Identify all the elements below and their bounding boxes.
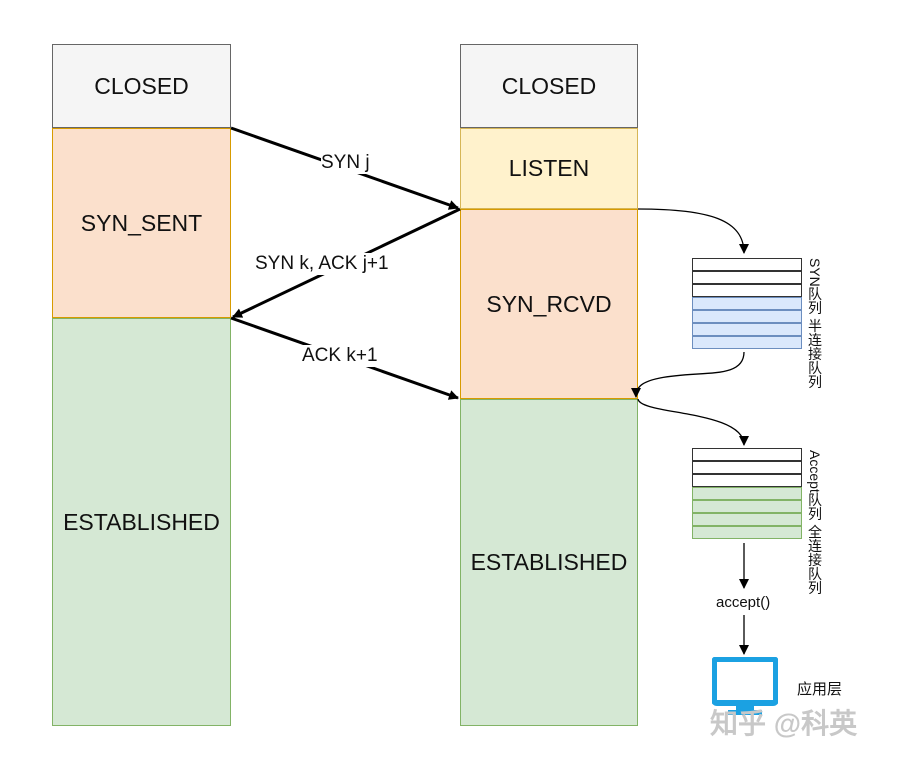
syn-queue-label: SYN队列 半连接队列	[807, 258, 823, 389]
client-syn-sent-label: SYN_SENT	[80, 209, 203, 236]
to-accept-queue-arrow	[637, 398, 749, 446]
queue-slot	[692, 474, 802, 487]
syn-queue-label-line2: 半连接队列	[807, 318, 823, 389]
queue-slot-filled	[692, 526, 802, 539]
server-closed-label: CLOSED	[501, 72, 597, 99]
client-closed-state: CLOSED	[52, 44, 231, 128]
server-closed-state: CLOSED	[460, 44, 638, 128]
server-listen-state: LISTEN	[460, 128, 638, 209]
from-syn-queue-arrow	[631, 351, 745, 398]
syn-queue-label-line1: SYN队列	[807, 258, 823, 315]
accept-queue-label-line2: 全连接队列	[807, 524, 823, 595]
queue-slot-filled	[692, 323, 802, 336]
client-syn-sent-state: SYN_SENT	[52, 128, 231, 318]
queue-slot-filled	[692, 513, 802, 526]
queue-slot	[692, 258, 802, 271]
syn-message-label: SYN j	[321, 152, 370, 174]
accept-queue-label: Accept队列 全连接队列	[807, 450, 823, 595]
watermark: 知乎 @科英	[710, 708, 858, 739]
queue-slot	[692, 271, 802, 284]
app-layer-label: 应用层	[797, 681, 843, 698]
client-established-label: ESTABLISHED	[63, 508, 220, 535]
to-syn-queue-arrow	[637, 208, 749, 254]
server-syn-rcvd-state: SYN_RCVD	[460, 209, 638, 399]
ack-message-label: ACK k+1	[302, 345, 378, 367]
queue-slot	[692, 284, 802, 297]
server-established-state: ESTABLISHED	[460, 399, 638, 726]
queue-slot-filled	[692, 297, 802, 310]
server-syn-rcvd-label: SYN_RCVD	[486, 290, 612, 317]
client-established-state: ESTABLISHED	[52, 318, 231, 726]
queue-slot-filled	[692, 310, 802, 323]
queue-slot-filled	[692, 487, 802, 500]
accept-call-label: accept()	[716, 594, 771, 611]
server-established-label: ESTABLISHED	[470, 549, 628, 575]
queue-slot	[692, 448, 802, 461]
accept-queue-label-line1: Accept队列	[807, 450, 823, 521]
monitor-icon	[712, 657, 778, 715]
queue-slot	[692, 461, 802, 474]
client-closed-label: CLOSED	[94, 72, 189, 99]
syn-ack-message-label: SYN k, ACK j+1	[255, 253, 389, 275]
queue-slot-filled	[692, 500, 802, 513]
server-listen-label: LISTEN	[508, 155, 590, 181]
queue-slot-filled	[692, 336, 802, 349]
